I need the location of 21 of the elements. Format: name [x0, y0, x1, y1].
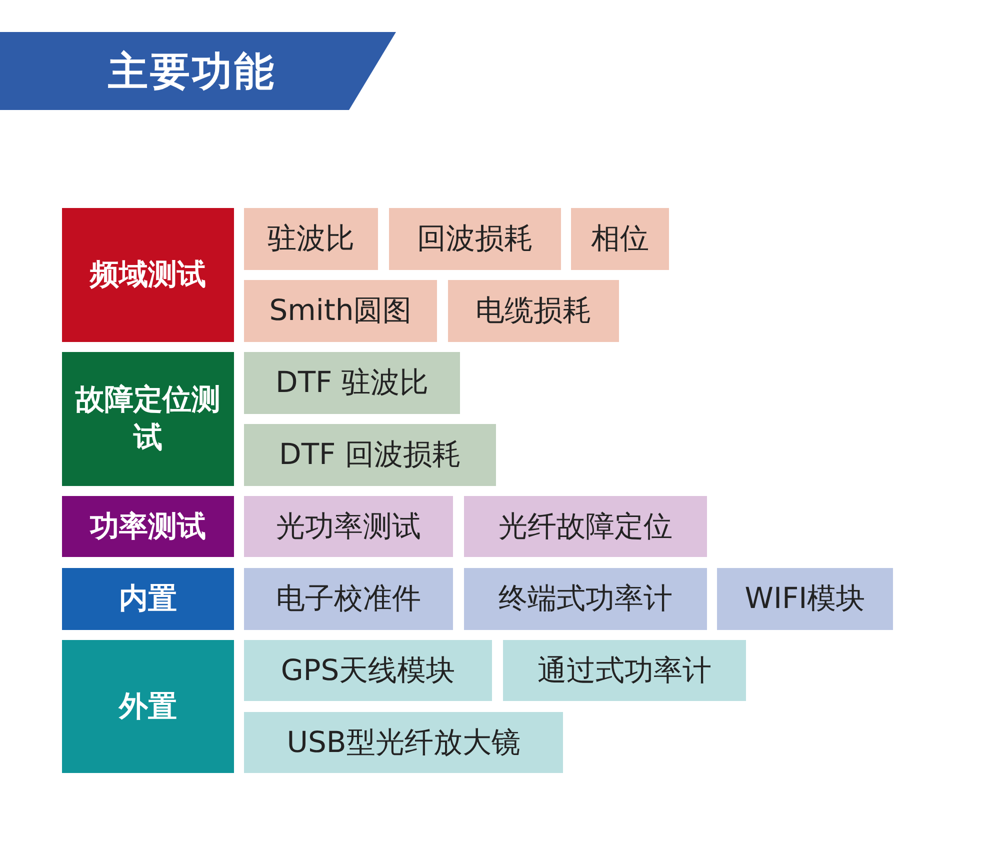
- feature-box: 终端式功率计: [464, 568, 707, 630]
- feature-box: 光功率测试: [244, 496, 453, 557]
- feature-box: GPS天线模块: [244, 640, 492, 701]
- feature-box: USB型光纤放大镜: [244, 712, 563, 773]
- feature-box: 回波损耗: [389, 208, 561, 270]
- category-box: 故障定位测试: [62, 352, 234, 486]
- feature-box: DTF 回波损耗: [244, 424, 496, 486]
- feature-box: 相位: [571, 208, 669, 270]
- feature-box: DTF 驻波比: [244, 352, 460, 414]
- feature-box: 驻波比: [244, 208, 378, 270]
- feature-box: 通过式功率计: [503, 640, 746, 701]
- feature-box: Smith圆图: [244, 280, 437, 342]
- title: 主要功能: [108, 48, 276, 97]
- category-box: 外置: [62, 640, 234, 773]
- feature-box: WIFI模块: [717, 568, 893, 630]
- category-box: 功率测试: [62, 496, 234, 557]
- feature-box: 电缆损耗: [448, 280, 619, 342]
- feature-box: 光纤故障定位: [464, 496, 707, 557]
- feature-box: 电子校准件: [244, 568, 453, 630]
- category-box: 频域测试: [62, 208, 234, 342]
- category-box: 内置: [62, 568, 234, 630]
